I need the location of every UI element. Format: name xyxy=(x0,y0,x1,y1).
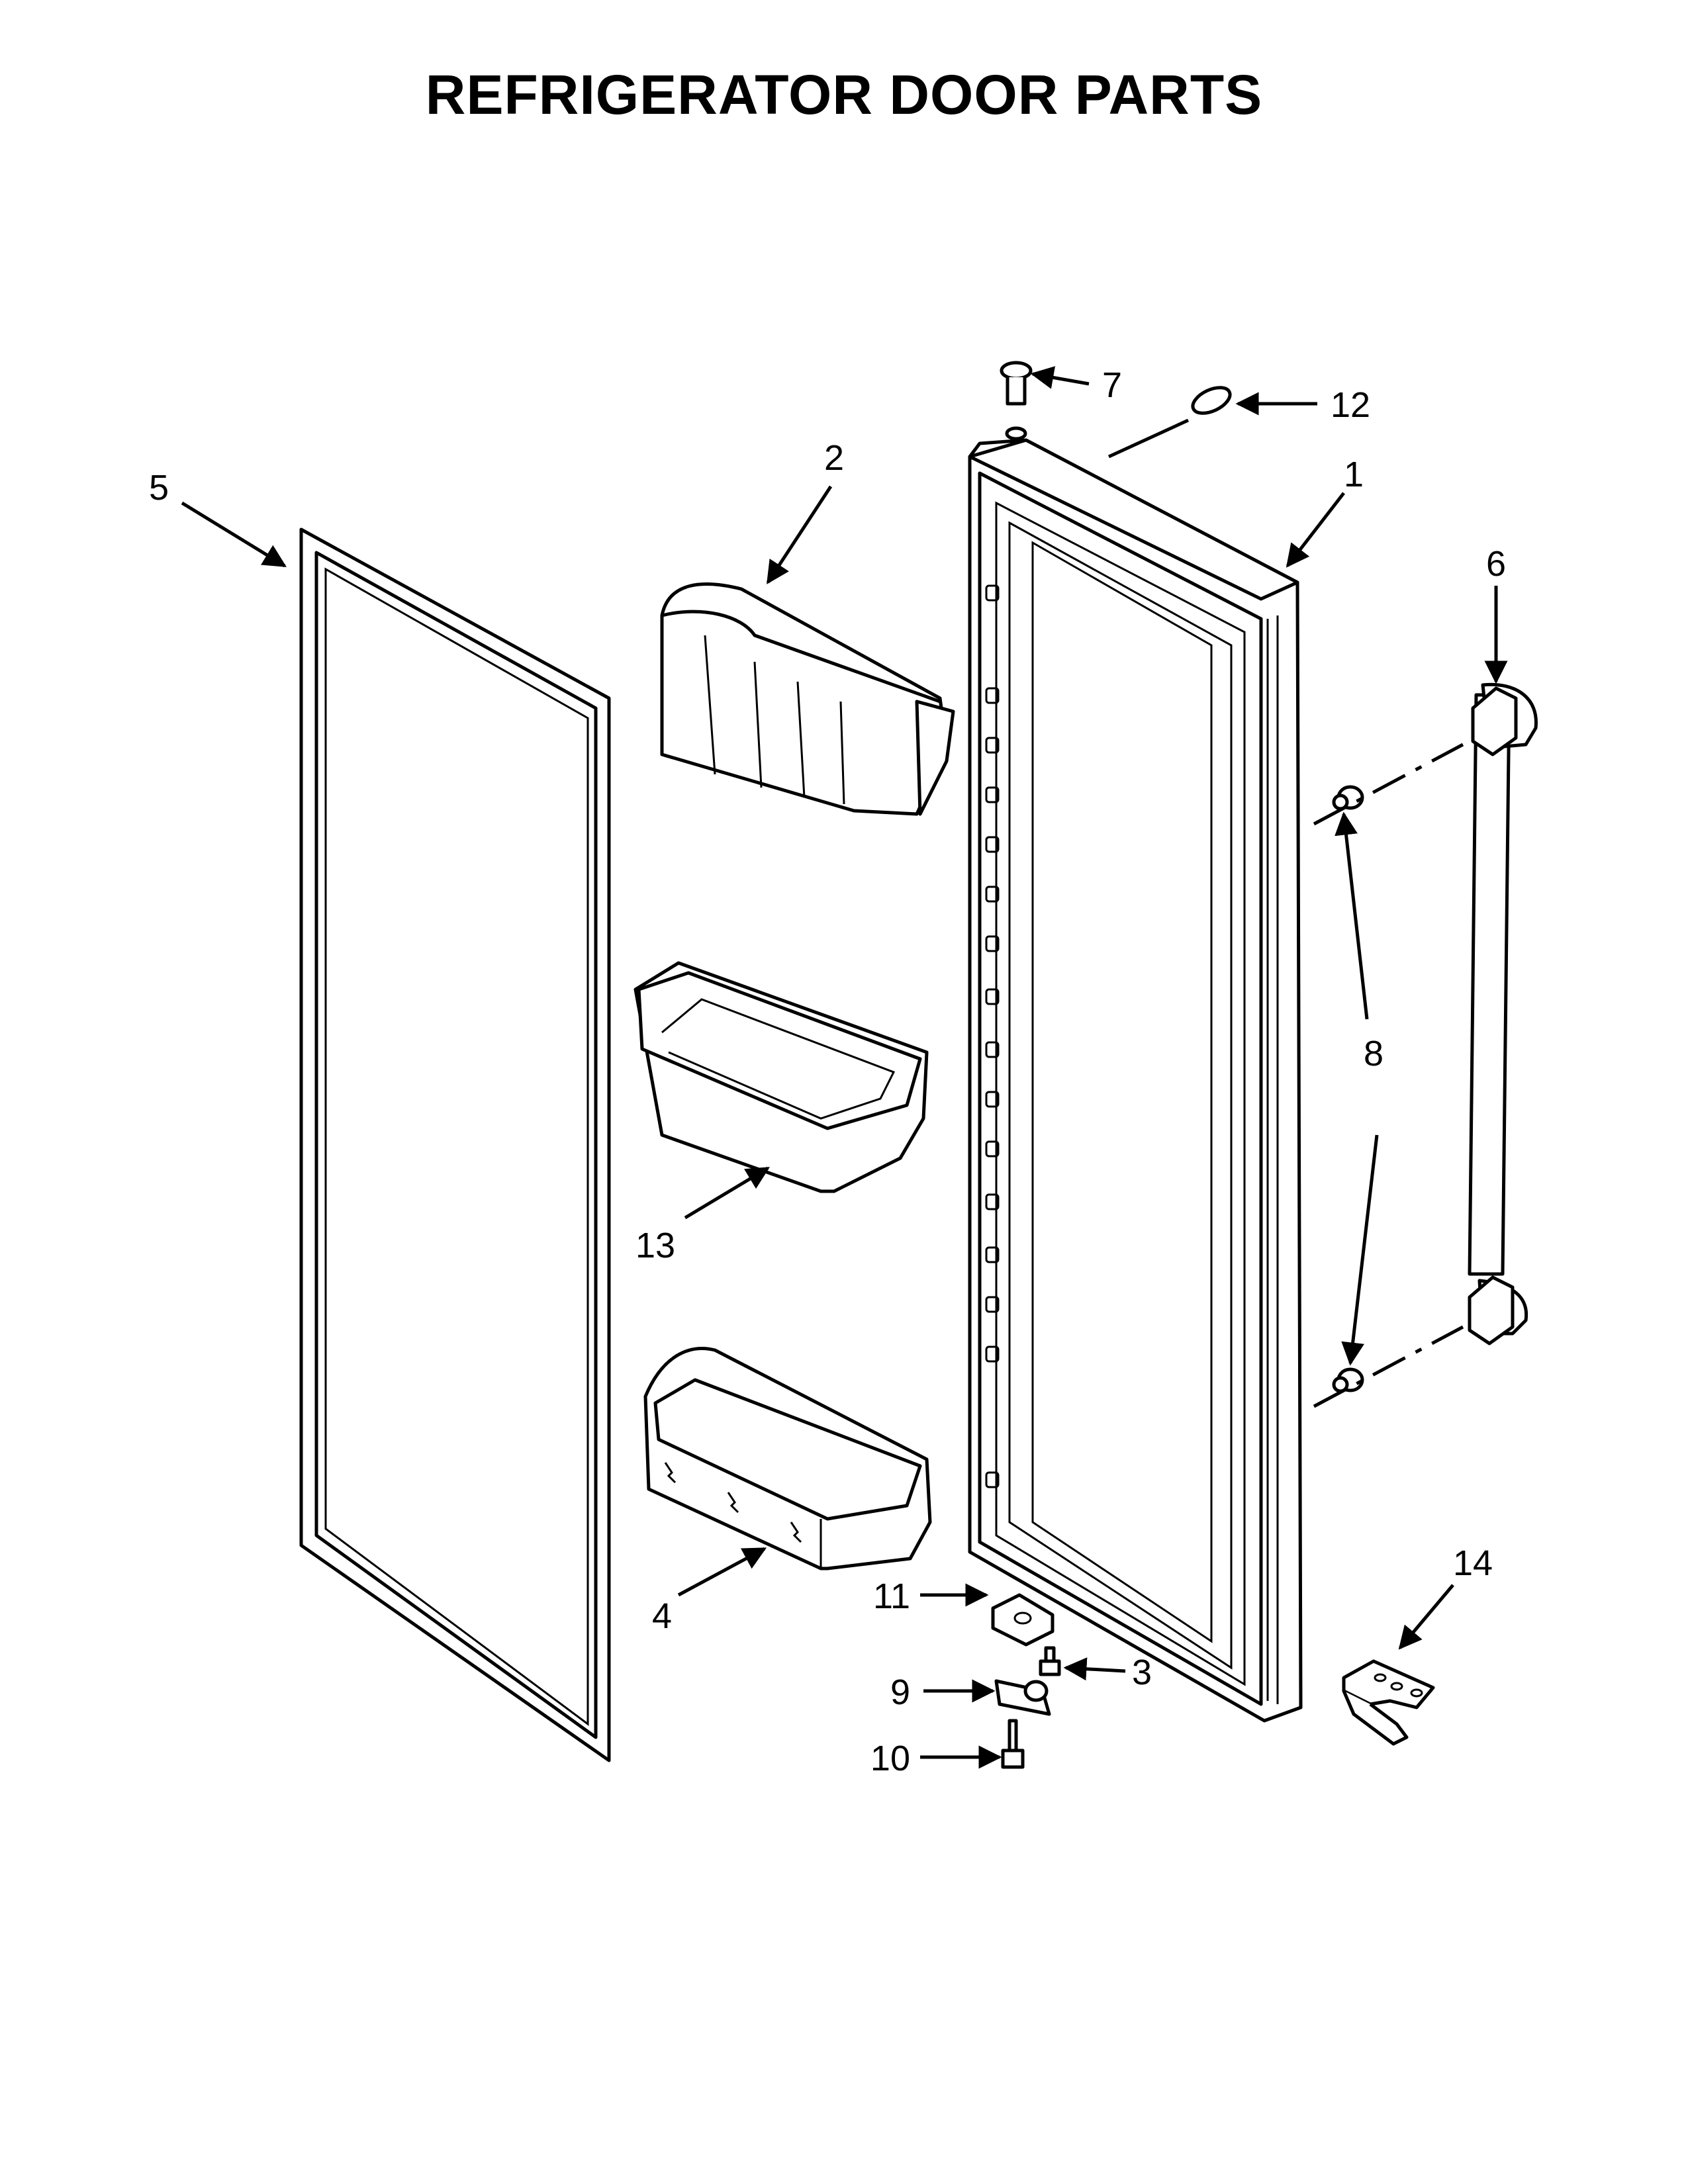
bracket-part xyxy=(1342,1659,1435,1746)
page-title: REFRIGERATOR DOOR PARTS xyxy=(425,64,1263,126)
door-handle-part xyxy=(1468,682,1538,1345)
callout-7: 7 xyxy=(1102,365,1122,405)
callout-11: 11 xyxy=(873,1576,910,1616)
callout-1: 1 xyxy=(1344,455,1364,494)
top-hinge-cap-part xyxy=(1000,361,1033,441)
callout-10: 10 xyxy=(870,1739,910,1778)
handle-alignment-line-top xyxy=(1313,743,1464,826)
callout-2: 2 xyxy=(824,438,844,478)
upper-door-bin-part xyxy=(660,582,955,816)
o-ring-part xyxy=(1191,386,1232,415)
callout-8: 8 xyxy=(1364,1034,1383,1073)
callout-6: 6 xyxy=(1486,544,1506,584)
callout-13: 13 xyxy=(635,1226,675,1265)
middle-door-bin-part xyxy=(633,961,929,1193)
door-gasket-part xyxy=(299,527,611,1762)
callout-5: 5 xyxy=(149,468,169,508)
leader-lines xyxy=(181,366,1508,1769)
callout-9: 9 xyxy=(890,1672,910,1712)
callout-4: 4 xyxy=(652,1596,672,1636)
callout-12: 12 xyxy=(1331,385,1370,425)
callout-14: 14 xyxy=(1453,1543,1493,1583)
handle-alignment-line-bottom xyxy=(1313,1325,1464,1408)
bottom-hinge-hardware xyxy=(991,1593,1061,1769)
refrigerator-door-part xyxy=(968,438,1303,1723)
lower-door-bin-part xyxy=(643,1347,932,1570)
callout-3: 3 xyxy=(1132,1653,1152,1692)
